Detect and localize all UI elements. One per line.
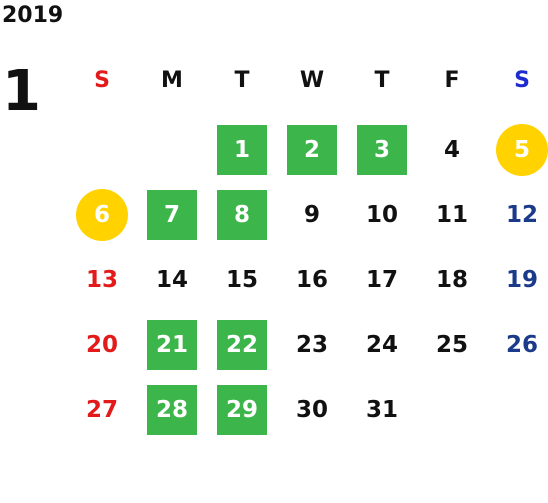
calendar-day-15[interactable]: 15: [225, 267, 258, 293]
calendar-day-20[interactable]: 20: [85, 332, 118, 358]
weekday-header-sun: S: [94, 68, 110, 93]
calendar-day-17[interactable]: 17: [365, 267, 398, 293]
calendar-day-holiday-8[interactable]: 8: [217, 190, 267, 240]
weekday-header-mon: M: [161, 68, 183, 93]
calendar-day-holiday-1[interactable]: 1: [217, 125, 267, 175]
calendar-day-26[interactable]: 26: [505, 332, 538, 358]
calendar-day-24[interactable]: 24: [365, 332, 398, 358]
calendar-day-4[interactable]: 4: [443, 137, 460, 163]
calendar-day-9[interactable]: 9: [303, 202, 320, 228]
calendar-day-14[interactable]: 14: [155, 267, 188, 293]
month-label: 1: [2, 59, 41, 124]
calendar-day-holiday-3[interactable]: 3: [357, 125, 407, 175]
year-label: 2019: [2, 3, 64, 28]
calendar-day-event-6[interactable]: 6: [76, 189, 128, 241]
calendar-day-31[interactable]: 31: [365, 397, 398, 423]
calendar-day-25[interactable]: 25: [435, 332, 468, 358]
calendar-day-27[interactable]: 27: [85, 397, 118, 423]
weekday-header-fri: F: [444, 68, 460, 93]
calendar-day-holiday-28[interactable]: 28: [147, 385, 197, 435]
calendar-day-16[interactable]: 16: [295, 267, 328, 293]
calendar-day-12[interactable]: 12: [505, 202, 538, 228]
calendar-day-11[interactable]: 11: [435, 202, 468, 228]
calendar-day-holiday-2[interactable]: 2: [287, 125, 337, 175]
calendar-day-19[interactable]: 19: [505, 267, 538, 293]
calendar-day-holiday-29[interactable]: 29: [217, 385, 267, 435]
calendar-day-holiday-21[interactable]: 21: [147, 320, 197, 370]
calendar-day-30[interactable]: 30: [295, 397, 328, 423]
calendar-day-23[interactable]: 23: [295, 332, 328, 358]
calendar-day-18[interactable]: 18: [435, 267, 468, 293]
weekday-header-thu: T: [374, 68, 390, 93]
weekday-header-tue: T: [234, 68, 250, 93]
weekday-header-sat: S: [514, 68, 530, 93]
calendar-day-event-5[interactable]: 5: [496, 124, 548, 176]
calendar-day-10[interactable]: 10: [365, 202, 398, 228]
calendar-day-holiday-7[interactable]: 7: [147, 190, 197, 240]
weekday-header-wed: W: [299, 68, 325, 93]
calendar-day-13[interactable]: 13: [85, 267, 118, 293]
calendar-day-holiday-22[interactable]: 22: [217, 320, 267, 370]
